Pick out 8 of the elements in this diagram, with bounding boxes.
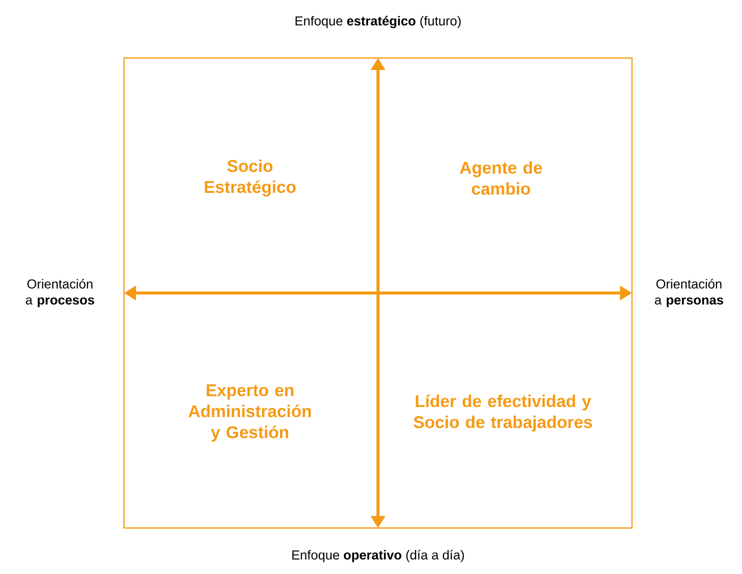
axis-label: Orientación a procesos [26,278,94,308]
quadrant-label: Experto en Administración y Gestión [188,384,311,442]
quadrant-label: Líder de efectividad y Socio de trabajadores [414,394,592,432]
axis-label: Orientación a personas [654,278,724,308]
axis-label: Enfoque estratégico (futuro) [296,16,461,28]
quadrant-label: Socio Estratégico [204,160,296,196]
quadrant-label: Agente de cambio [460,161,542,195]
axis-label: Enfoque operativo (día a día) [292,550,464,562]
